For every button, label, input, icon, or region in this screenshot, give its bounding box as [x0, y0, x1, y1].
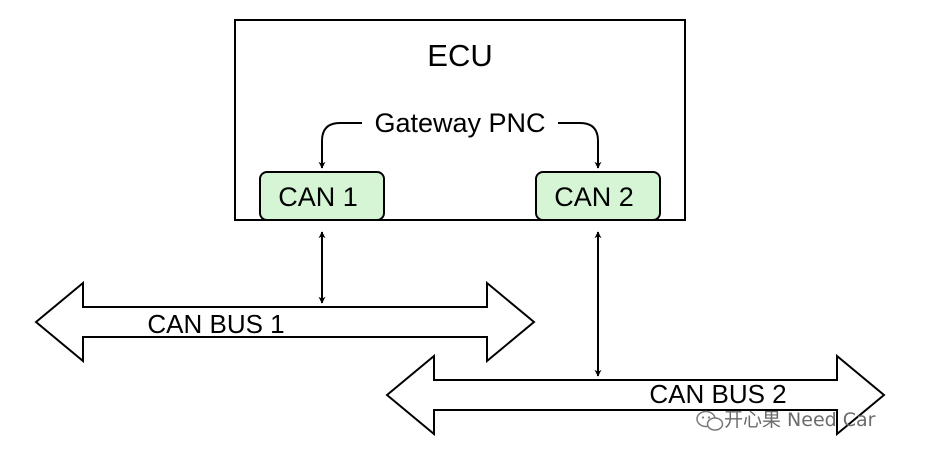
can-bus-1-label: CAN BUS 1	[147, 309, 284, 339]
gateway-label: Gateway PNC	[374, 108, 545, 138]
gateway-arrow-left	[318, 122, 362, 169]
can2-box	[535, 171, 661, 221]
gateway-arrow-right	[558, 122, 602, 169]
wechat-icon	[696, 410, 724, 431]
can-bus-2-label-bg	[631, 382, 807, 408]
can1-label: CAN 1	[278, 182, 358, 212]
watermark-text: 开心果 Need Car	[724, 409, 876, 431]
can1-box	[259, 171, 385, 221]
can2-label: CAN 2	[554, 182, 634, 212]
can-bus-2-label: CAN BUS 2	[649, 379, 786, 409]
can-bus-1-label-bg	[134, 309, 300, 335]
ecu-title: ECU	[427, 38, 492, 73]
